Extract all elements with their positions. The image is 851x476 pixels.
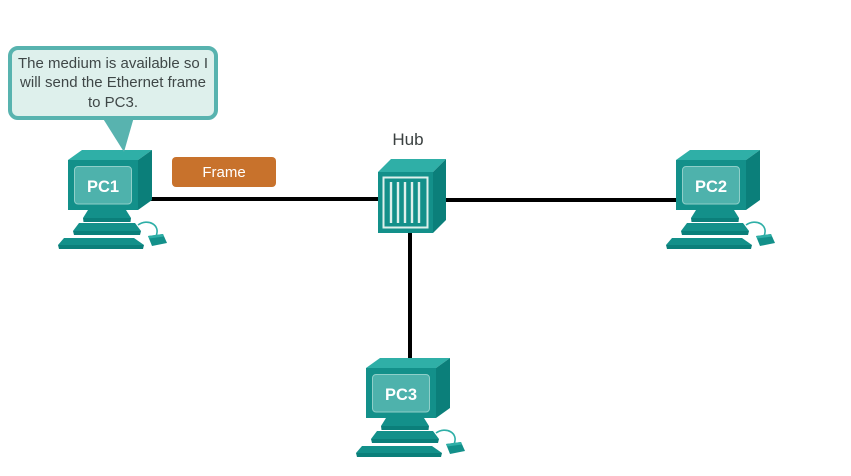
mouse-cable: [435, 429, 456, 445]
frame-label: Frame: [172, 157, 276, 187]
link-hub-pc3: [408, 231, 412, 365]
mouse-cable: [137, 221, 158, 237]
mouse-cable: [745, 221, 766, 237]
hub-icon: [378, 159, 446, 233]
pc3-label: PC3: [385, 386, 417, 404]
speech-bubble: The medium is available so I will send t…: [8, 46, 218, 120]
hub-label: Hub: [392, 130, 424, 149]
pc1-label: PC1: [87, 178, 119, 196]
pc2-icon: PC2: [666, 150, 775, 249]
pc1-icon: PC1: [58, 150, 167, 249]
speech-bubble-text: The medium is available so I will send t…: [17, 54, 209, 111]
link-pc1-hub: [136, 197, 383, 201]
link-hub-pc2: [433, 198, 685, 202]
pc3-icon: PC3: [356, 358, 465, 457]
pc2-label: PC2: [695, 178, 727, 196]
speech-bubble-tail-icon: [102, 117, 134, 152]
frame-label-text: Frame: [202, 163, 246, 181]
